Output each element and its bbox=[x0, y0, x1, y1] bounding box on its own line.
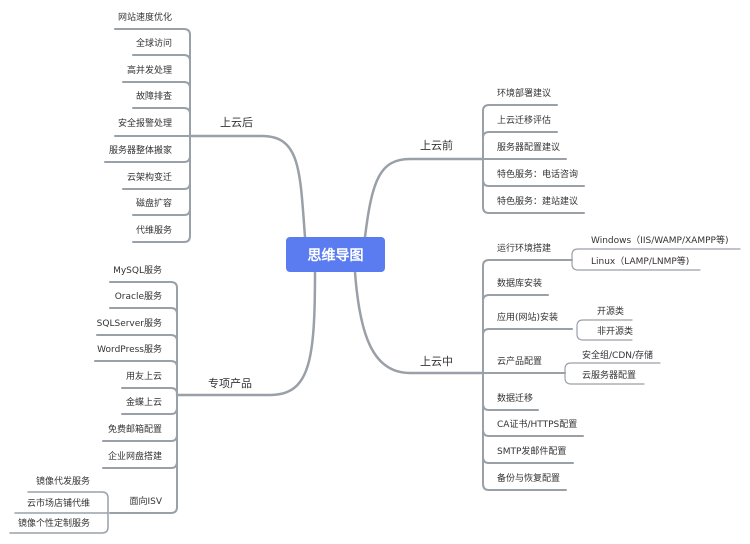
node[interactable]: 备份与恢复配置 bbox=[497, 474, 561, 484]
node[interactable]: 安全报警处理 bbox=[117, 119, 172, 129]
branch-special-products[interactable]: 专项产品 bbox=[208, 377, 252, 390]
node[interactable]: 故障排查 bbox=[135, 92, 172, 102]
node[interactable]: 上云迁移评估 bbox=[497, 116, 552, 126]
connector-line bbox=[482, 328, 573, 374]
node[interactable]: 服务器配置建议 bbox=[497, 143, 561, 153]
branch-after-cloud[interactable]: 上云后 bbox=[220, 116, 253, 129]
node[interactable]: 免费邮箱配置 bbox=[107, 425, 162, 435]
node[interactable]: 镜像个性定制服务 bbox=[17, 519, 90, 529]
node[interactable]: 全球访问 bbox=[135, 39, 172, 49]
node[interactable]: 环境部署建议 bbox=[497, 89, 552, 99]
node[interactable]: 云市场店铺代维 bbox=[26, 499, 90, 509]
node[interactable]: Linux（LAMP/LNMP等) bbox=[591, 257, 690, 267]
node[interactable]: 网站速度优化 bbox=[117, 13, 172, 23]
node[interactable]: 数据库安装 bbox=[497, 279, 543, 289]
connector-line bbox=[353, 270, 485, 375]
node[interactable]: 磁盘扩容 bbox=[135, 199, 172, 209]
connector-line bbox=[482, 372, 567, 491]
connector-line bbox=[132, 54, 191, 137]
connector-line bbox=[188, 134, 307, 239]
connector-line bbox=[109, 307, 178, 396]
connector-line bbox=[132, 107, 191, 137]
connector-line bbox=[109, 281, 178, 396]
node[interactable]: 企业网盘搭建 bbox=[107, 452, 162, 462]
node[interactable]: 云服务器配置 bbox=[582, 371, 637, 381]
connector-line bbox=[482, 131, 558, 160]
node[interactable]: 镜像代发服务 bbox=[35, 477, 90, 487]
node[interactable]: 数据迁移 bbox=[497, 394, 534, 404]
connector-line bbox=[114, 28, 191, 137]
connector-line bbox=[571, 259, 701, 271]
connector-line bbox=[9, 512, 109, 534]
node[interactable]: 特色服务：建站建议 bbox=[497, 197, 579, 207]
connector-line bbox=[571, 248, 741, 261]
connector-line bbox=[482, 294, 549, 374]
node[interactable]: 服务器整体搬家 bbox=[108, 146, 172, 156]
connector-line bbox=[109, 394, 178, 514]
node[interactable]: 云架构变迁 bbox=[126, 173, 172, 183]
node[interactable]: 用友上云 bbox=[125, 372, 162, 382]
node[interactable]: 非开源类 bbox=[597, 327, 634, 337]
connector-line bbox=[175, 270, 317, 397]
node[interactable]: SMTP发邮件配置 bbox=[497, 447, 567, 457]
branch-before-cloud[interactable]: 上云前 bbox=[420, 139, 453, 152]
node[interactable]: MySQL服务 bbox=[113, 266, 162, 276]
node[interactable]: CA证书/HTTPS配置 bbox=[497, 420, 578, 430]
connector-line bbox=[564, 372, 645, 385]
connector-line bbox=[96, 334, 178, 396]
node[interactable]: 金蝶上云 bbox=[125, 398, 162, 408]
node[interactable]: 云产品配置 bbox=[497, 357, 543, 367]
node[interactable]: WordPress服务 bbox=[97, 345, 162, 355]
node[interactable]: 应用(网站)安装 bbox=[497, 313, 559, 323]
connector-line bbox=[94, 360, 178, 396]
connector-line bbox=[576, 328, 633, 341]
node[interactable]: Windows（IIS/WAMP/XAMPP等) bbox=[591, 236, 729, 246]
connector-line bbox=[132, 135, 191, 243]
node-isv[interactable]: 面向ISV bbox=[129, 497, 162, 507]
node[interactable]: SQLServer服务 bbox=[96, 319, 162, 329]
connector-line bbox=[576, 319, 633, 330]
node[interactable]: 高并发处理 bbox=[126, 66, 172, 76]
connector-line bbox=[482, 259, 573, 374]
node[interactable]: Oracle服务 bbox=[114, 292, 162, 302]
connector-line bbox=[122, 81, 191, 137]
node[interactable]: 代维服务 bbox=[135, 226, 172, 236]
connector-line bbox=[121, 387, 178, 396]
node[interactable]: 开源类 bbox=[597, 307, 625, 317]
node[interactable]: 运行环境搭建 bbox=[497, 244, 552, 254]
node[interactable]: 安全组/CDN/存储 bbox=[582, 351, 654, 361]
branch-during-cloud[interactable]: 上云中 bbox=[420, 355, 453, 368]
connector-line bbox=[27, 491, 109, 514]
connector-line bbox=[482, 104, 558, 160]
connector-line bbox=[363, 157, 485, 239]
central-topic[interactable]: 思维导图 bbox=[286, 237, 385, 272]
node[interactable]: 特色服务：电话咨询 bbox=[497, 170, 579, 180]
connector-line bbox=[564, 362, 661, 374]
connector-line bbox=[482, 158, 585, 214]
